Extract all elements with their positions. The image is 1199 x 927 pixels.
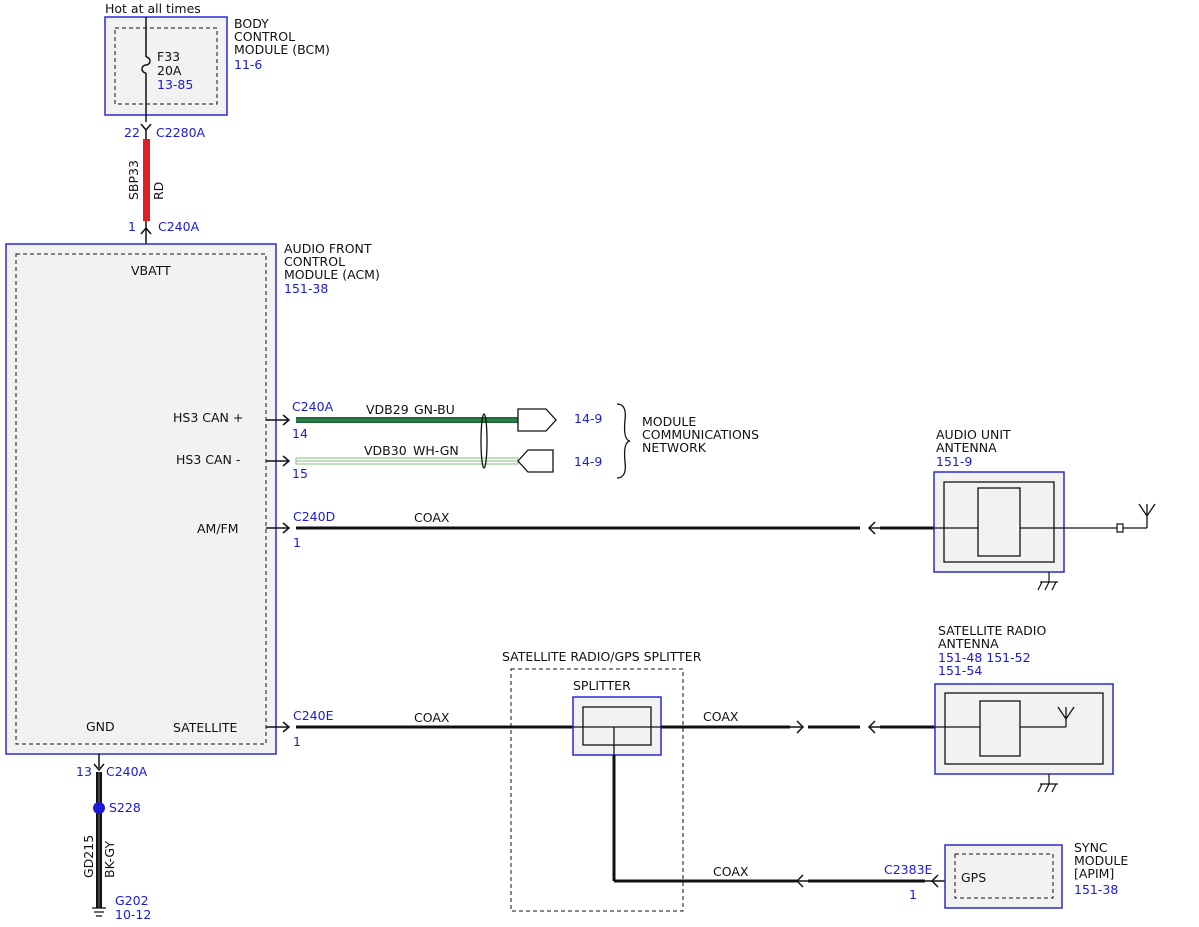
sbp33-color: RD	[151, 182, 166, 200]
s228-splice-dot	[93, 802, 105, 814]
amfm-connector-name[interactable]: C240D	[293, 509, 335, 524]
sbp33-wire	[143, 139, 150, 221]
splitter-inner	[582, 706, 652, 746]
network-line1: MODULE	[642, 414, 696, 429]
bcm-name-line1: BODY	[234, 16, 269, 31]
can-minus-connector-symbol	[282, 455, 291, 467]
gnd-connector-symbol	[93, 763, 105, 772]
network-line2: COMMUNICATIONS	[642, 427, 759, 442]
acm-ref[interactable]: 151-38	[284, 281, 328, 296]
splitter-name: SPLITTER	[573, 678, 631, 693]
can-plus-connector-symbol	[282, 414, 291, 426]
acm-name-line1: AUDIO FRONT	[284, 241, 372, 256]
sat-antenna-ref-line1[interactable]: 151-48 151-52	[938, 650, 1031, 665]
acm-pin-gnd: GND	[86, 719, 115, 734]
gps-coax-label: COAX	[713, 864, 749, 879]
fuse-f33-name: F33	[157, 49, 180, 64]
can-plus-network-arrow	[517, 408, 557, 432]
bcm-name-line3: MODULE (BCM)	[234, 42, 330, 57]
gnd-pin: 13	[76, 764, 92, 779]
sat-antenna-ref-line2[interactable]: 151-54	[938, 663, 982, 678]
c2280a-pin: 22	[124, 125, 140, 140]
c2280a-connector-symbol	[140, 123, 152, 132]
acm-name-line2: CONTROL	[284, 254, 345, 269]
gnd-connector-name[interactable]: C240A	[106, 764, 148, 779]
can-plus-pin: 14	[292, 426, 308, 441]
sat-antenna-inner	[944, 692, 1104, 765]
g202-name[interactable]: G202	[115, 893, 149, 908]
acm-pin-am-fm: AM/FM	[197, 521, 239, 536]
splitter-housing	[510, 668, 684, 912]
vdb29-circuit: VDB29	[366, 402, 409, 417]
satellite-connector-symbol	[282, 721, 291, 733]
fuse-f33-symbol	[141, 56, 151, 74]
audio-antenna-ref[interactable]: 151-9	[936, 454, 972, 469]
audio-antenna-connector	[1116, 523, 1124, 533]
s228-label[interactable]: S228	[109, 800, 141, 815]
network-line3: NETWORK	[642, 440, 707, 455]
c240a-top-connector-symbol	[140, 226, 152, 235]
acm-name-line3: MODULE (ACM)	[284, 267, 380, 282]
audio-antenna-line1: AUDIO UNIT	[936, 427, 1011, 442]
satellite-coax-label-left: COAX	[414, 710, 450, 725]
audio-antenna-symbol-icon	[1138, 503, 1156, 528]
sync-ref[interactable]: 151-38	[1074, 882, 1118, 897]
acm-pin-hs3-can-plus: HS3 CAN +	[173, 410, 243, 425]
sat-antenna-line2: ANTENNA	[938, 636, 999, 651]
amfm-coax-label: COAX	[414, 510, 450, 525]
hot-at-all-times-label: Hot at all times	[105, 1, 201, 16]
can-connector-name[interactable]: C240A	[292, 399, 334, 414]
satellite-pin: 1	[293, 734, 301, 749]
bcm-internal-box	[114, 27, 218, 105]
sync-name-line2: MODULE	[1074, 853, 1128, 868]
network-brace	[616, 403, 631, 479]
sync-name-line3: [APIM]	[1074, 866, 1114, 881]
fuse-f33-ref[interactable]: 13-85	[157, 77, 193, 92]
audio-antenna-ground-icon	[1037, 572, 1058, 591]
amfm-pin: 1	[293, 535, 301, 550]
acm-internal-box	[15, 253, 267, 745]
vdb30-color: WH-GN	[413, 443, 459, 458]
bcm-name-line2: CONTROL	[234, 29, 295, 44]
c240a-top-name[interactable]: C240A	[158, 219, 200, 234]
c2383e-pin: 1	[909, 887, 917, 902]
sat-antenna-element	[979, 700, 1021, 757]
g202-ground-icon	[92, 907, 106, 917]
can-minus-pin: 15	[292, 466, 308, 481]
audio-antenna-line2: ANTENNA	[936, 440, 997, 455]
acm-pin-hs3-can-minus: HS3 CAN -	[176, 452, 240, 467]
c2280a-name[interactable]: C2280A	[156, 125, 206, 140]
acm-pin-satellite: SATELLITE	[173, 720, 238, 735]
acm-box	[5, 243, 277, 755]
sync-name-line1: SYNC	[1074, 840, 1108, 855]
amfm-connector-symbol	[282, 522, 291, 534]
twisted-pair-symbol	[480, 413, 488, 469]
sync-module-internal-box	[954, 853, 1054, 899]
sbp33-circuit: SBP33	[126, 160, 141, 200]
gd215-circuit: GD215	[81, 835, 96, 878]
sync-pin-gps: GPS	[961, 870, 986, 885]
vdb30-circuit: VDB30	[364, 443, 407, 458]
bcm-ref[interactable]: 11-6	[234, 57, 262, 72]
audio-antenna-element	[977, 487, 1021, 557]
sat-antenna-symbol-icon	[1057, 706, 1075, 727]
c240a-top-pin: 1	[128, 219, 136, 234]
satellite-coax-label-right: COAX	[703, 709, 739, 724]
can-minus-ref[interactable]: 14-9	[574, 454, 602, 469]
fuse-f33-rating: 20A	[157, 63, 182, 78]
vdb29-color: GN-BU	[414, 402, 455, 417]
splitter-title: SATELLITE RADIO/GPS SPLITTER	[502, 649, 702, 664]
gd215-color: BK-GY	[102, 841, 117, 878]
sat-antenna-ground-icon	[1037, 774, 1058, 793]
satellite-connector-name[interactable]: C240E	[293, 708, 334, 723]
bcm-box	[104, 16, 228, 116]
c2383e-name[interactable]: C2383E	[884, 862, 933, 877]
can-minus-network-arrow	[517, 449, 554, 473]
can-plus-ref[interactable]: 14-9	[574, 411, 602, 426]
sat-antenna-line1: SATELLITE RADIO	[938, 623, 1046, 638]
acm-pin-vbatt: VBATT	[131, 263, 171, 278]
g202-ref[interactable]: 10-12	[115, 907, 151, 922]
